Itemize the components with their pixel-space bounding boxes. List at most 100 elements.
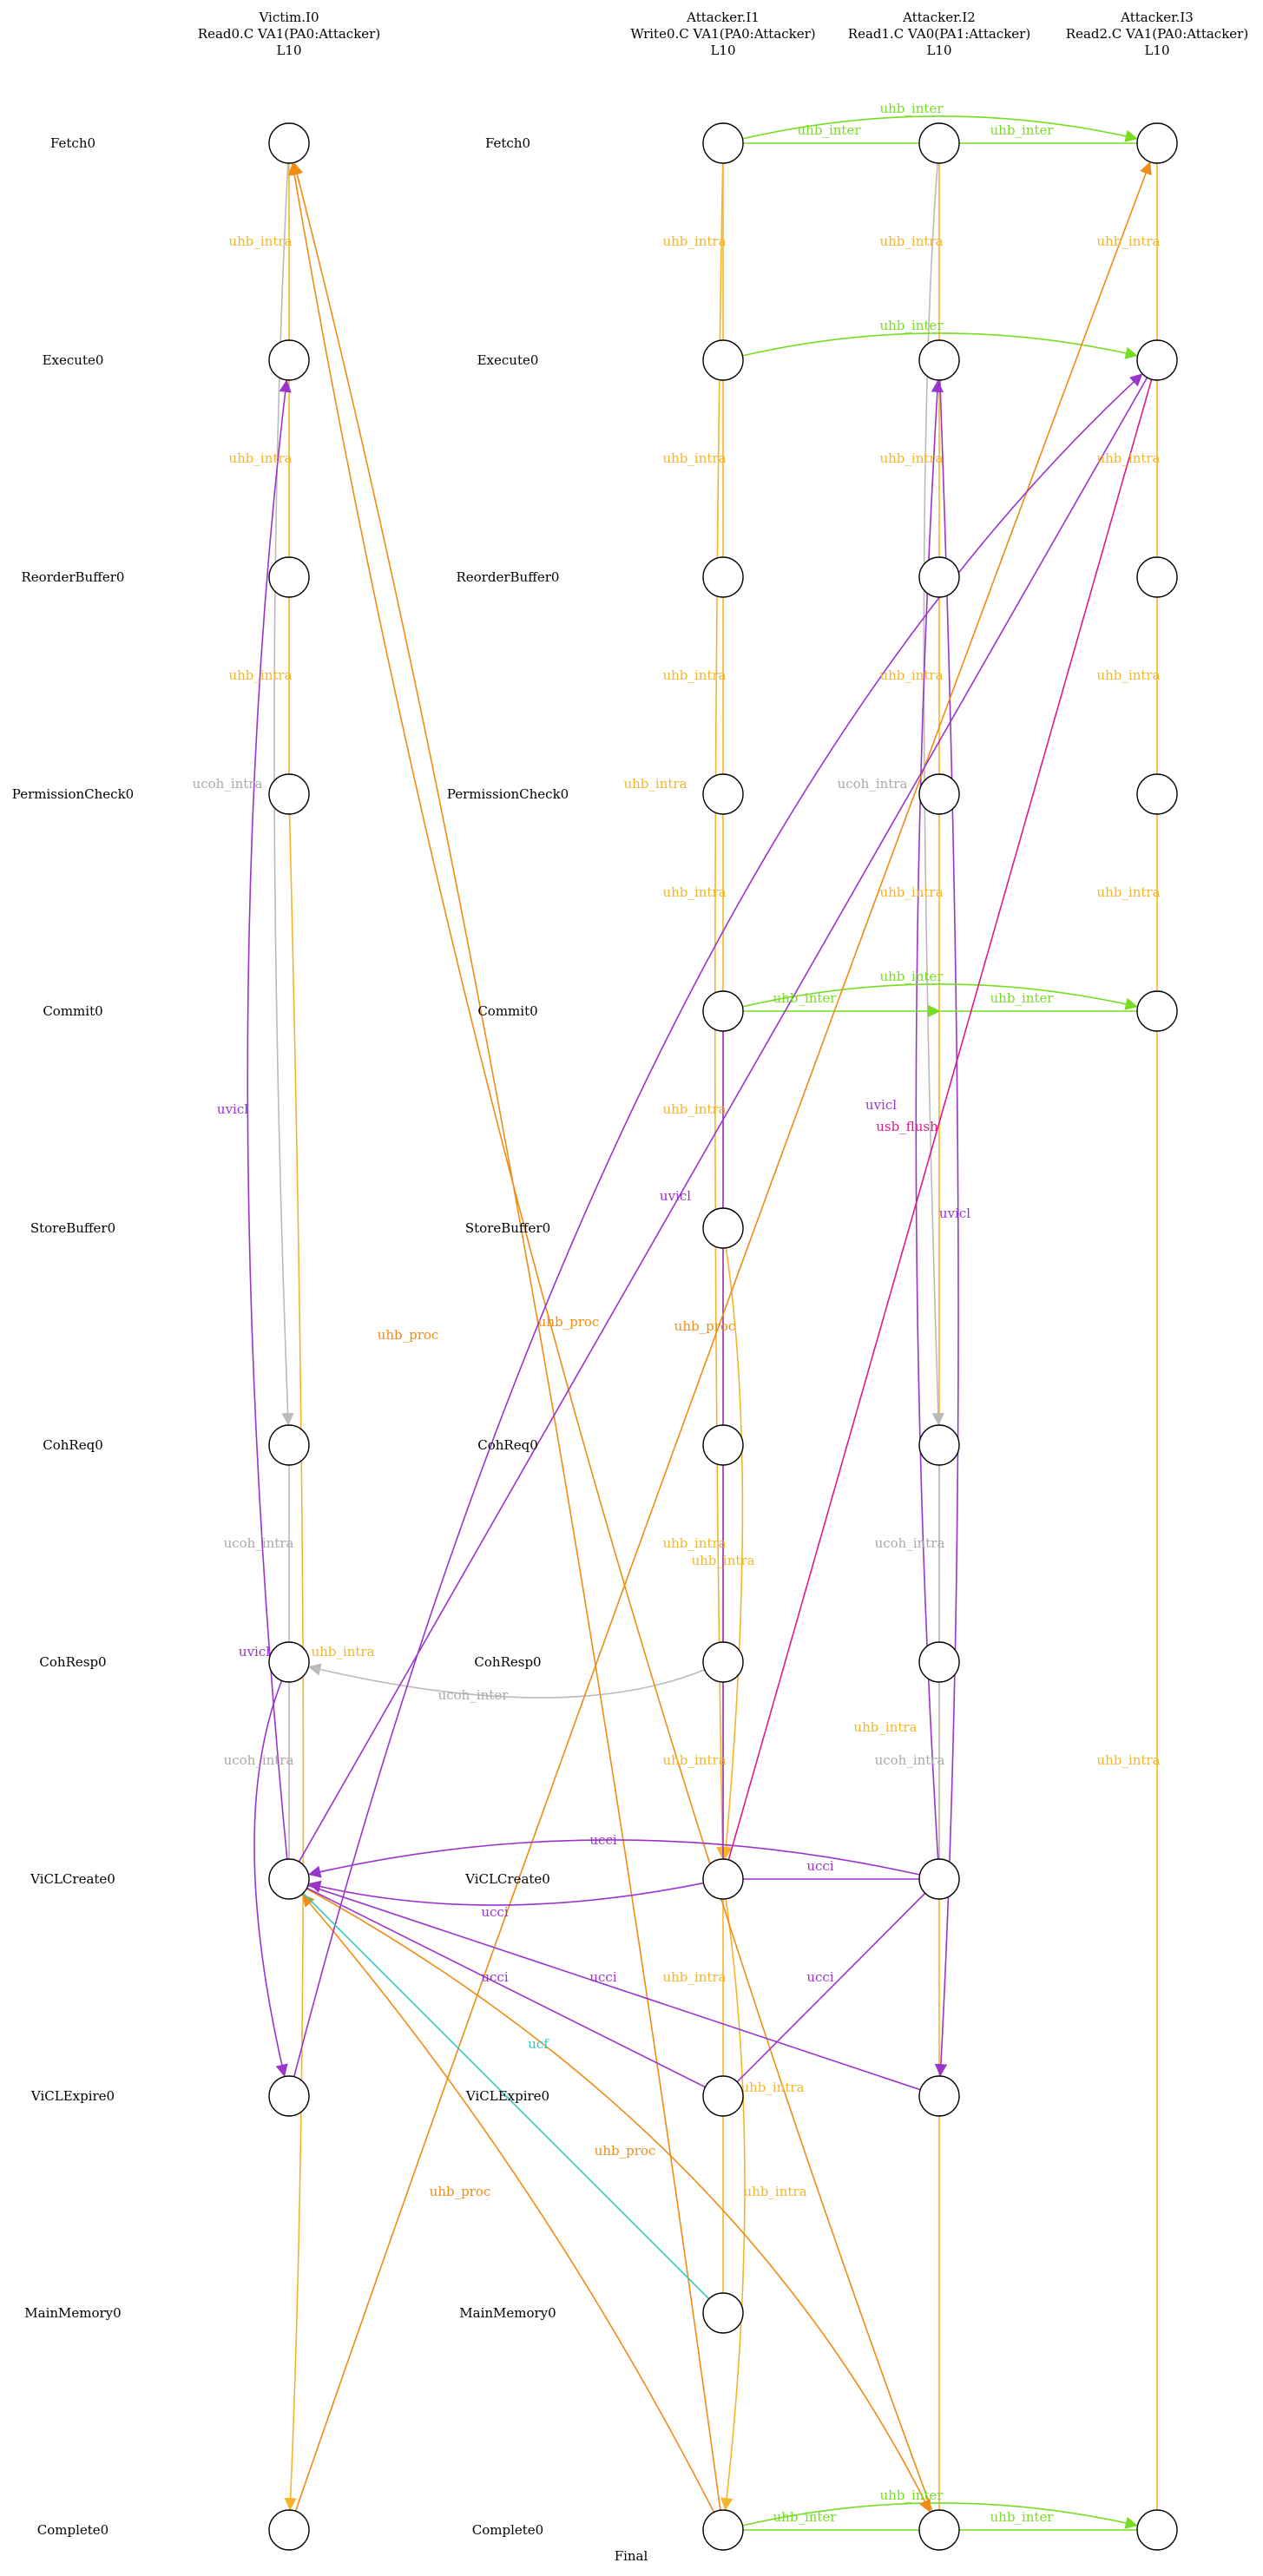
edge-label-uhb-intra: uhb_intra <box>662 450 726 466</box>
edge-label-ucoh-intra: ucoh_intra <box>875 1752 945 1768</box>
node-c2-viclexpire0[interactable] <box>918 2075 960 2117</box>
node-c1-complete0[interactable] <box>702 2509 744 2551</box>
edge-label-uhb-intra: uhb_intra <box>228 450 292 466</box>
edge-ucoh <box>307 1663 706 1699</box>
column-header-op: Read0.C VA1(PA0:Attacker) <box>198 26 380 42</box>
edge-uhb-intra <box>284 813 305 2511</box>
edge-label-ucoh-intra: ucoh_intra <box>224 1752 294 1768</box>
edge-uvicl <box>288 358 1158 1880</box>
column-header-attacker-i2: Attacker.I2 Read1.C VA0(PA1:Attacker) L1… <box>848 10 1030 58</box>
edge-ucoh <box>923 162 945 1426</box>
edge-label-ucoh-intra: ucoh_intra <box>875 1535 945 1551</box>
stage-label-cohresp0: CohResp0 <box>474 1654 541 1670</box>
edge-label-uhb-intra: uhb_intra <box>740 2080 804 2095</box>
footer-label: Final <box>615 2548 648 2564</box>
node-c2-cohreq0[interactable] <box>918 1424 960 1466</box>
stage-label-permissioncheck0: PermissionCheck0 <box>12 786 134 802</box>
node-c0-viclexpire0[interactable] <box>268 2075 310 2117</box>
node-c3-execute0[interactable] <box>1136 339 1178 381</box>
edge-uhb-proc <box>288 162 933 2512</box>
edge-label-uhb-intra: uhb_intra <box>1096 1752 1160 1768</box>
stage-label-mainmemory0: MainMemory0 <box>459 2305 556 2321</box>
edge-label-uhb-intra: uhb_intra <box>662 233 726 249</box>
edge-label-uhb-intra: uhb_intra <box>1096 884 1160 900</box>
stage-label-storebuffer0: StoreBuffer0 <box>30 1220 115 1236</box>
edge-label-uhb-intra: uhb_intra <box>228 233 292 249</box>
node-c1-commit0[interactable] <box>702 990 744 1032</box>
edge-label-uhb-inter: uhb_inter <box>990 122 1055 138</box>
stage-label-complete0: Complete0 <box>472 2522 543 2538</box>
node-c1-cohresp0[interactable] <box>702 1641 744 1683</box>
node-c2-fetch0[interactable] <box>918 122 960 164</box>
node-c3-commit0[interactable] <box>1136 990 1178 1032</box>
stage-label-cohreq0: CohReq0 <box>43 1437 103 1453</box>
node-c0-complete0[interactable] <box>268 2509 310 2551</box>
node-c1-viclcreate0[interactable] <box>702 1858 744 1900</box>
node-c2-permissioncheck0[interactable] <box>918 773 960 815</box>
edge-label-uhb-proc: uhb_proc <box>378 1327 439 1343</box>
edge-label-uhb-intra: uhb_intra <box>623 776 687 792</box>
edge-label-uhb-intra: uhb_intra <box>662 1535 726 1551</box>
edge-uhb-inter <box>742 115 1139 142</box>
node-c2-execute0[interactable] <box>918 339 960 381</box>
edge-label-uhb-inter: uhb_inter <box>773 990 838 1006</box>
edge-label-uhb-proc: uhb_proc <box>595 2143 656 2159</box>
node-c2-cohresp0[interactable] <box>918 1641 960 1683</box>
edge-ucf <box>287 1877 724 2314</box>
node-c3-reorderbuffer0[interactable] <box>1136 556 1178 598</box>
stage-label-complete0: Complete0 <box>37 2522 109 2538</box>
node-c0-cohreq0[interactable] <box>268 1424 310 1466</box>
node-c1-viclexpire0[interactable] <box>702 2075 744 2117</box>
edge-usb-flush <box>722 358 1161 1880</box>
node-c1-reorderbuffer0[interactable] <box>702 556 744 598</box>
edge-label-uhb-intra: uhb_intra <box>743 2184 806 2199</box>
node-c0-reorderbuffer0[interactable] <box>268 556 310 598</box>
node-c3-permissioncheck0[interactable] <box>1136 773 1178 815</box>
stage-label-viclcreate0: ViCLCreate0 <box>464 1871 550 1887</box>
stage-label-storebuffer0: StoreBuffer0 <box>465 1220 550 1236</box>
edge-label-uhb-intra: uhb_intra <box>662 884 726 900</box>
edge-label-uvicl: uvicl <box>939 1206 970 1221</box>
edge-uhb-inter <box>742 2502 1139 2529</box>
edge-uhb-inter <box>742 332 1139 359</box>
node-c2-viclcreate0[interactable] <box>918 1858 960 1900</box>
edge-uhb-intra <box>720 1898 746 2511</box>
column-header-name: Victim.I0 <box>258 10 319 25</box>
node-c1-storebuffer0[interactable] <box>702 1207 744 1249</box>
stage-label-viclcreate0: ViCLCreate0 <box>30 1871 115 1887</box>
node-c0-viclcreate0[interactable] <box>268 1858 310 1900</box>
node-c1-permissioncheck0[interactable] <box>702 773 744 815</box>
edge-uhb-proc <box>301 1894 715 2513</box>
column-header-level: L10 <box>710 43 735 58</box>
stage-label-cohresp0: CohResp0 <box>39 1654 106 1670</box>
node-c0-execute0[interactable] <box>268 339 310 381</box>
edge-uhb-proc <box>294 161 1152 2512</box>
edge-label-uhb-intra: uhb_intra <box>662 1752 726 1768</box>
node-c2-complete0[interactable] <box>918 2509 960 2551</box>
node-c1-execute0[interactable] <box>702 339 744 381</box>
node-c3-complete0[interactable] <box>1136 2509 1178 2551</box>
column-header-level: L10 <box>1144 43 1169 58</box>
node-c1-fetch0[interactable] <box>702 122 744 164</box>
node-c3-fetch0[interactable] <box>1136 122 1178 164</box>
stage-label-execute0: Execute0 <box>477 352 539 368</box>
node-c2-reorderbuffer0[interactable] <box>918 556 960 598</box>
edge-label-ucci: ucci <box>481 1904 508 1920</box>
edge-label-ucci: ucci <box>589 1969 616 1985</box>
node-c1-mainmemory0[interactable] <box>702 2292 744 2334</box>
edge-label-ucoh-intra: ucoh_intra <box>838 776 908 792</box>
edge-label-ucci: ucci <box>806 1969 833 1985</box>
edge-label-uhb-inter: uhb_inter <box>880 969 944 984</box>
column-header-level: L10 <box>926 43 951 58</box>
column-header-attacker-i3: Attacker.I3 Read2.C VA1(PA0:Attacker) L1… <box>1066 10 1248 58</box>
stage-label-permissioncheck0: PermissionCheck0 <box>447 786 569 802</box>
node-c1-cohreq0[interactable] <box>702 1424 744 1466</box>
node-c0-permissioncheck0[interactable] <box>268 773 310 815</box>
stage-label-viclexpire0: ViCLExpire0 <box>30 2088 115 2104</box>
edge-uvicl <box>253 1680 288 2078</box>
edge-label-uhb-intra: uhb_intra <box>853 1719 917 1735</box>
edge-label-uhb-intra: uhb_intra <box>662 667 726 683</box>
edge-uhb-inter <box>742 983 1139 1010</box>
node-c0-cohresp0[interactable] <box>268 1641 310 1683</box>
node-c0-fetch0[interactable] <box>268 122 310 164</box>
